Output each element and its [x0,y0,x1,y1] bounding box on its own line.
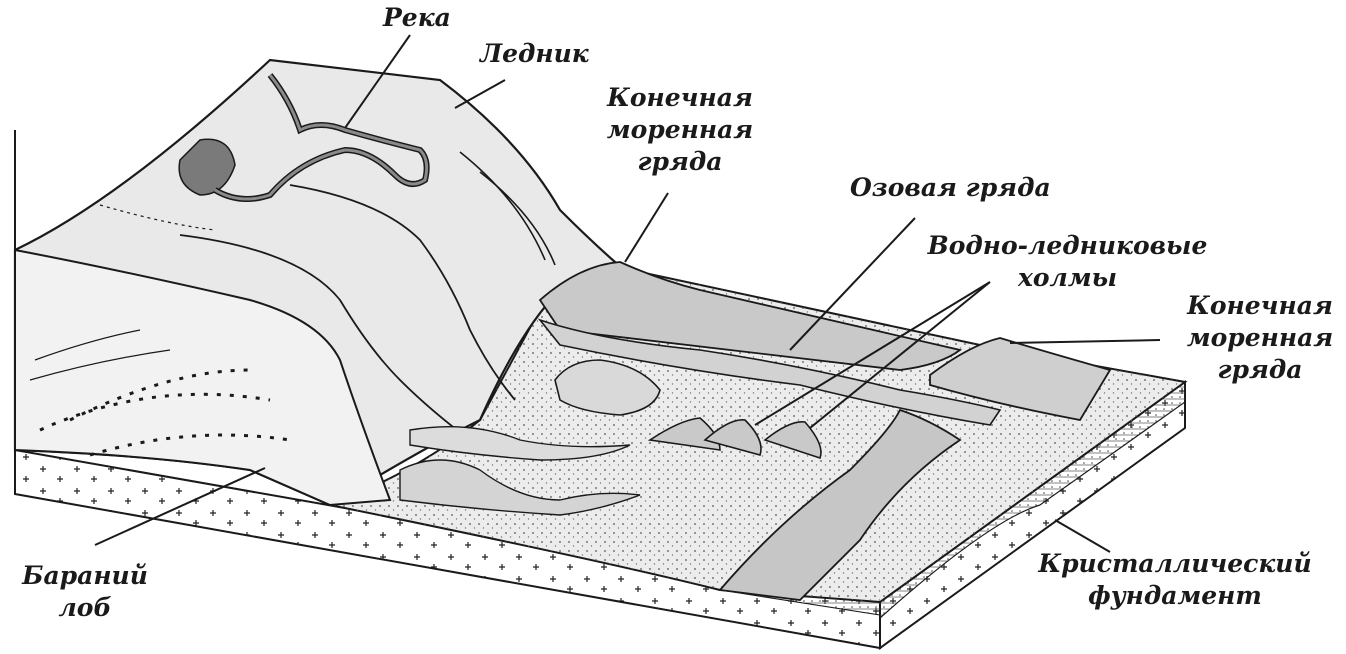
end-moraine-left-leader [625,193,668,262]
glacier-label: Ледник [480,38,589,70]
river-label: Река [383,2,451,34]
glacier-leader [455,80,505,108]
esker-label: Озовая гряда [850,172,1051,204]
end-moraine-left-label: Конечная моренная гряда [595,82,765,178]
kames-label: Водно-ледниковые холмы [925,230,1210,294]
end-moraine-right-label: Конечная моренная гряда [1180,290,1340,386]
roche-moutonnee-label: Бараний лоб [10,560,160,624]
basement-label: Кристаллический фундамент [1030,548,1320,612]
end-moraine-right-leader [1010,340,1160,343]
